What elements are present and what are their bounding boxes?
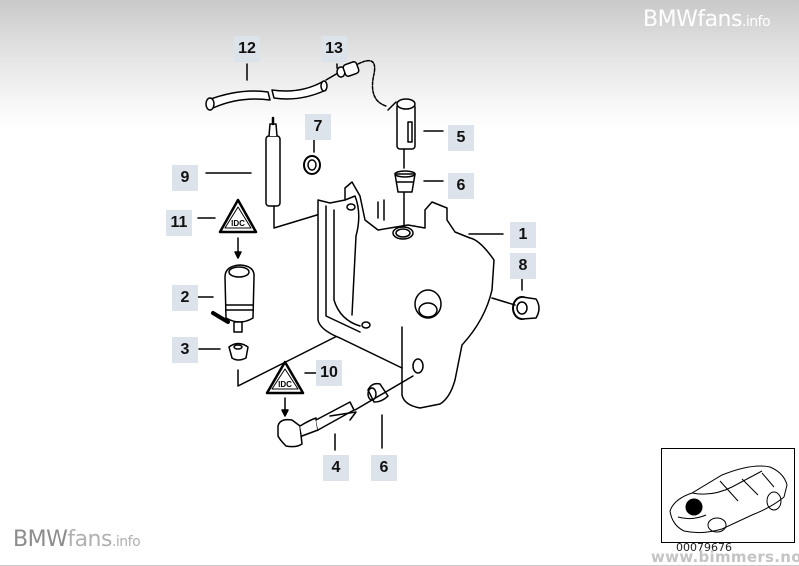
car-location-thumbnail — [661, 448, 795, 543]
watermark-bimmers: www.bimmers.no — [651, 548, 799, 566]
watermark-top: BMWfans.info — [643, 7, 771, 32]
nozzle-part-4[interactable] — [277, 401, 357, 448]
callout-6-top[interactable]: 6 — [448, 173, 474, 199]
car-icon — [669, 465, 788, 534]
callout-5[interactable]: 5 — [448, 125, 474, 151]
callout-8[interactable]: 8 — [510, 253, 536, 279]
warning-triangle-10: lDC — [265, 360, 305, 395]
hose-part-12[interactable] — [205, 80, 328, 111]
warning-triangle-11: lDC — [218, 198, 258, 234]
callout-1[interactable]: 1 — [510, 222, 536, 248]
callout-3[interactable]: 3 — [172, 337, 198, 363]
callout-12[interactable]: 12 — [234, 36, 260, 62]
callout-2[interactable]: 2 — [172, 285, 198, 311]
svg-text:lDC: lDC — [278, 380, 292, 389]
callout-13[interactable]: 13 — [321, 36, 347, 62]
diagram-code: 00079676 — [676, 541, 732, 554]
grommet-part-3[interactable] — [228, 342, 249, 361]
callout-7[interactable]: 7 — [305, 114, 331, 140]
sensor-part-5[interactable] — [387, 98, 416, 150]
cap-part-8[interactable] — [512, 296, 540, 320]
connector-part-13[interactable] — [325, 59, 387, 107]
callout-9[interactable]: 9 — [172, 165, 198, 191]
pump-part-2[interactable] — [211, 264, 255, 333]
grommet-part-6-top[interactable] — [394, 170, 416, 193]
svg-text:lDC: lDC — [231, 219, 245, 228]
washer-tank-part-1[interactable] — [317, 181, 495, 409]
watermark-bottom: BMWfans.info — [13, 527, 141, 552]
location-marker — [685, 498, 703, 516]
callout-4[interactable]: 4 — [323, 455, 349, 481]
callout-6-bottom[interactable]: 6 — [371, 455, 397, 481]
guide-line-3 — [237, 321, 366, 387]
level-sensor-part-9[interactable] — [265, 116, 281, 207]
callout-10[interactable]: 10 — [316, 360, 342, 386]
callout-11[interactable]: 11 — [166, 210, 192, 236]
grommet-part-7[interactable] — [303, 155, 321, 175]
